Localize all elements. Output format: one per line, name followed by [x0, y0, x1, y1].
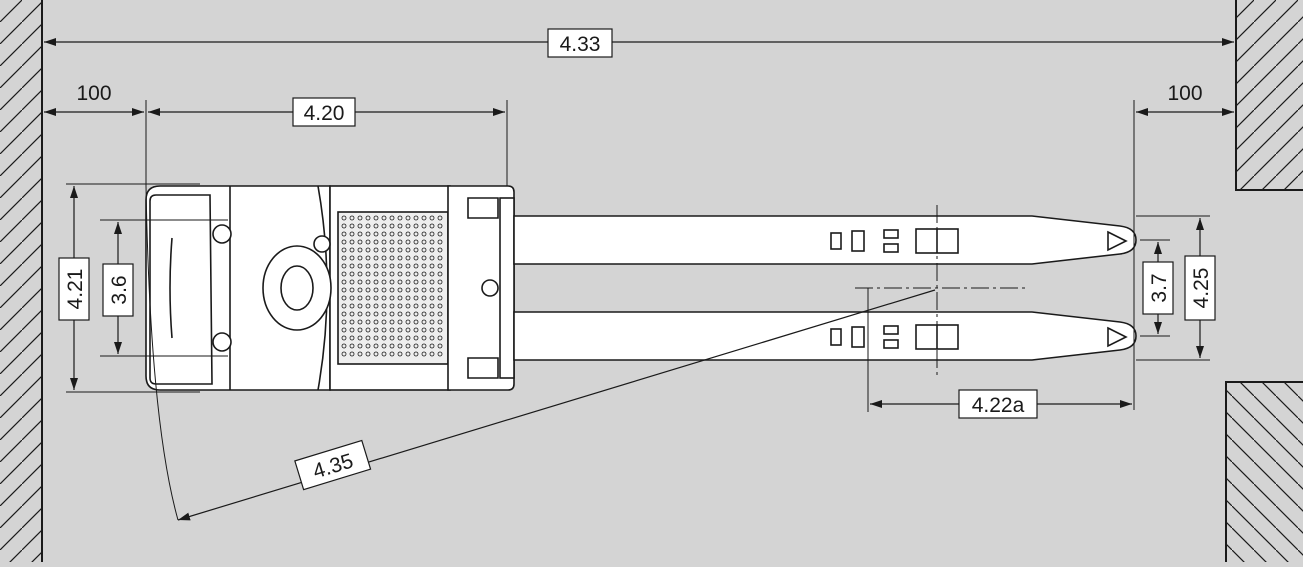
svg-text:4.25: 4.25 [1190, 268, 1213, 309]
fork-upper [513, 215, 1137, 265]
dim-label-overall-aisle: 4.33 [547, 28, 613, 58]
svg-text:4.33: 4.33 [560, 33, 601, 56]
dim-label-turning-radius: 4.35 [294, 439, 372, 491]
svg-text:100: 100 [76, 82, 111, 105]
svg-text:3.7: 3.7 [1148, 273, 1171, 302]
dim-label-wheel-track: 3.6 [102, 263, 134, 317]
left-wall [0, 0, 43, 562]
dim-label-overall-width: 4.21 [58, 257, 90, 321]
dim-label-fork-width-outer: 4.25 [1184, 255, 1216, 321]
dim-label-fork-to-center: 4.22a [958, 389, 1038, 419]
right-wall-lower [1225, 381, 1303, 562]
dim-label-fork-spacing: 3.7 [1142, 261, 1174, 315]
svg-text:4.20: 4.20 [304, 102, 345, 125]
dim-label-head-length: 4.20 [292, 97, 356, 127]
svg-text:3.6: 3.6 [108, 275, 131, 304]
dim-label-clearance-left: 100 [76, 82, 111, 105]
truck-body [145, 185, 515, 391]
svg-text:4.22a: 4.22a [972, 394, 1025, 417]
svg-text:100: 100 [1167, 82, 1202, 105]
right-wall-upper [1235, 0, 1303, 191]
svg-text:4.21: 4.21 [64, 269, 87, 310]
platform-grip-pattern [341, 215, 443, 357]
fork-lower [513, 311, 1137, 361]
extension-lines [66, 100, 1210, 521]
dim-label-clearance-right: 100 [1167, 82, 1202, 105]
